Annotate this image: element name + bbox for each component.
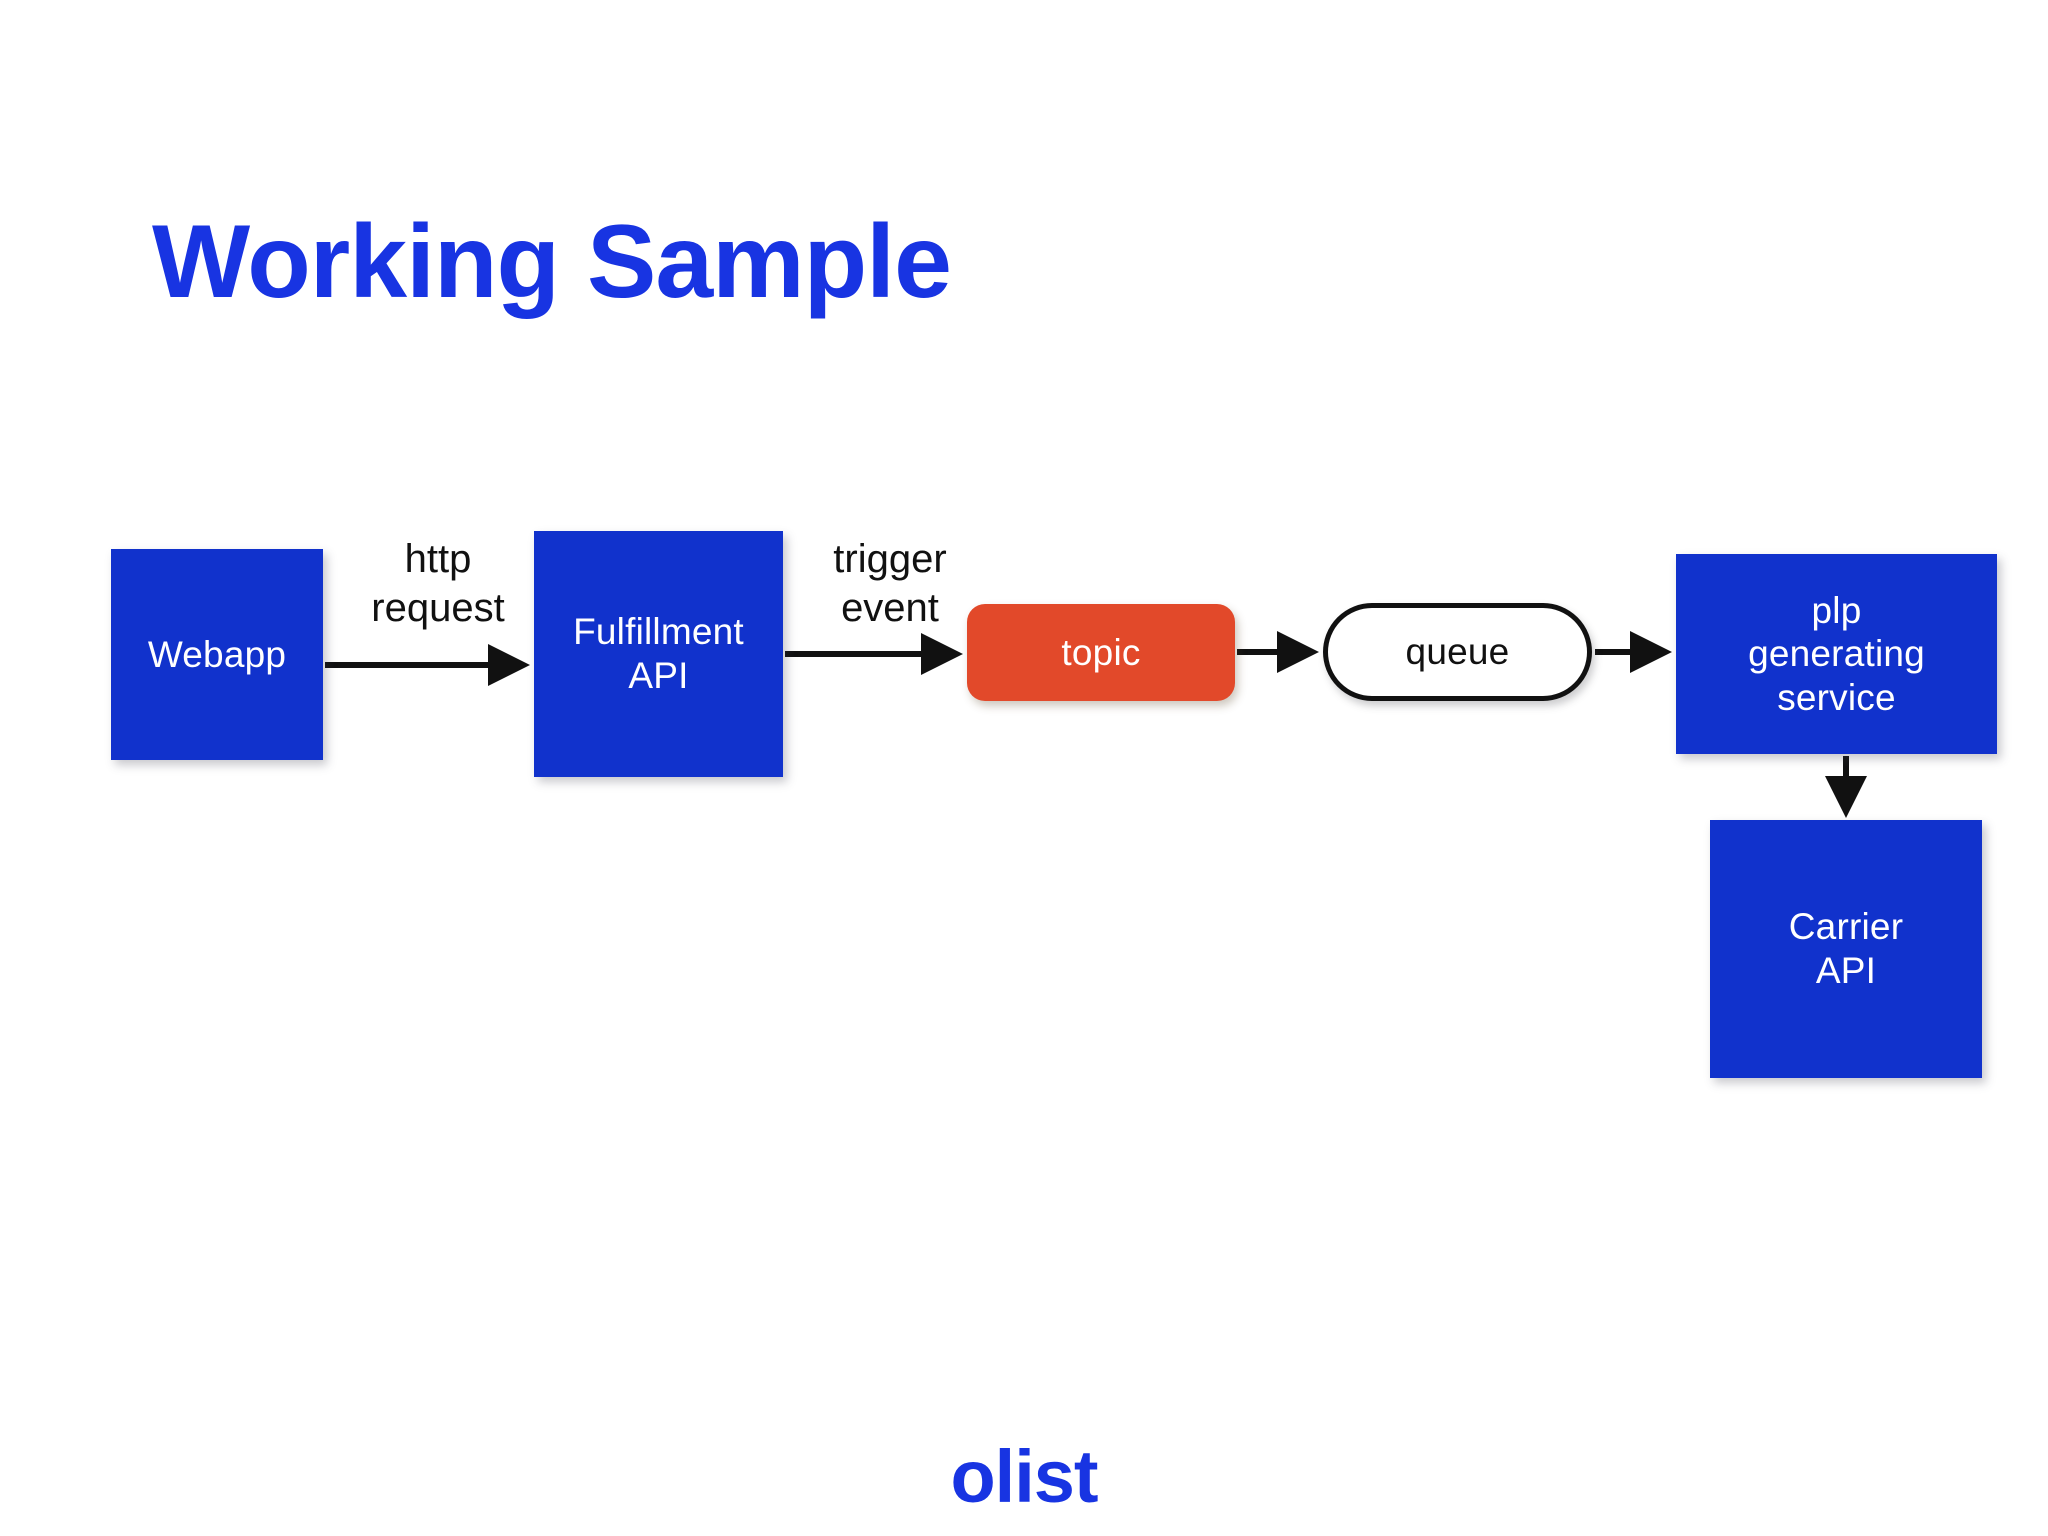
node-topic[interactable]: topic [967, 604, 1235, 701]
node-plp-generating-service[interactable]: plp generating service [1676, 554, 1997, 754]
node-fulfillment-api[interactable]: Fulfillment API [534, 531, 783, 777]
node-webapp[interactable]: Webapp [111, 549, 323, 760]
edge-label-trigger-event: trigger event [833, 537, 947, 630]
node-carrier-api[interactable]: Carrier API [1710, 820, 1982, 1078]
node-queue[interactable]: queue [1323, 603, 1592, 701]
page-title: Working Sample [152, 203, 952, 320]
edge-label-http-request: http request [371, 537, 505, 630]
olist-logo: olist [950, 1435, 1098, 1518]
